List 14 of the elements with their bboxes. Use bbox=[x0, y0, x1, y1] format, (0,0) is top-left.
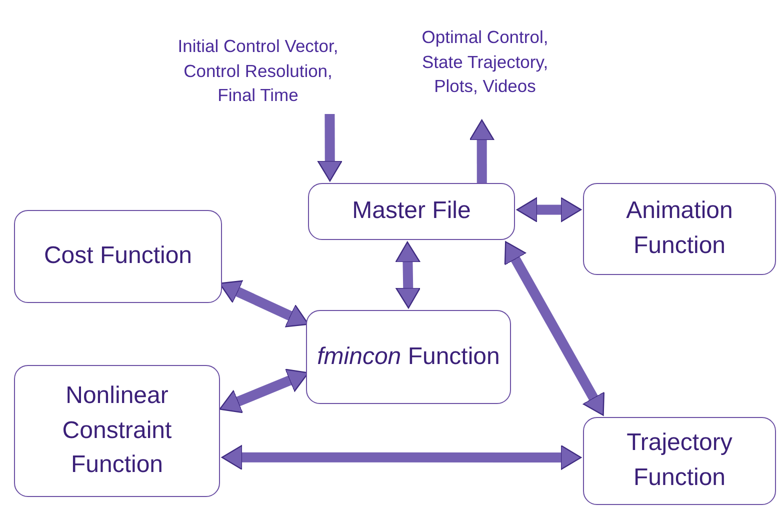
arrow bbox=[317, 114, 342, 182]
process-box: Trajectory Function bbox=[583, 417, 776, 505]
arrow bbox=[504, 241, 604, 416]
process-box: fmincon Function bbox=[306, 310, 511, 404]
process-box: Animation Function bbox=[583, 183, 776, 275]
io-note: Initial Control Vector, Control Resolution, Final Time bbox=[172, 28, 344, 114]
arrow bbox=[221, 444, 582, 470]
process-box: Nonlinear Constraint Function bbox=[14, 365, 220, 497]
process-box: Cost Function bbox=[14, 210, 222, 303]
io-note: Optimal Control, State Trajectory, Plots, Videos bbox=[416, 6, 554, 118]
arrow bbox=[395, 241, 421, 309]
arrow bbox=[469, 119, 494, 183]
process-box: Master File bbox=[308, 183, 515, 240]
arrow bbox=[516, 197, 582, 222]
